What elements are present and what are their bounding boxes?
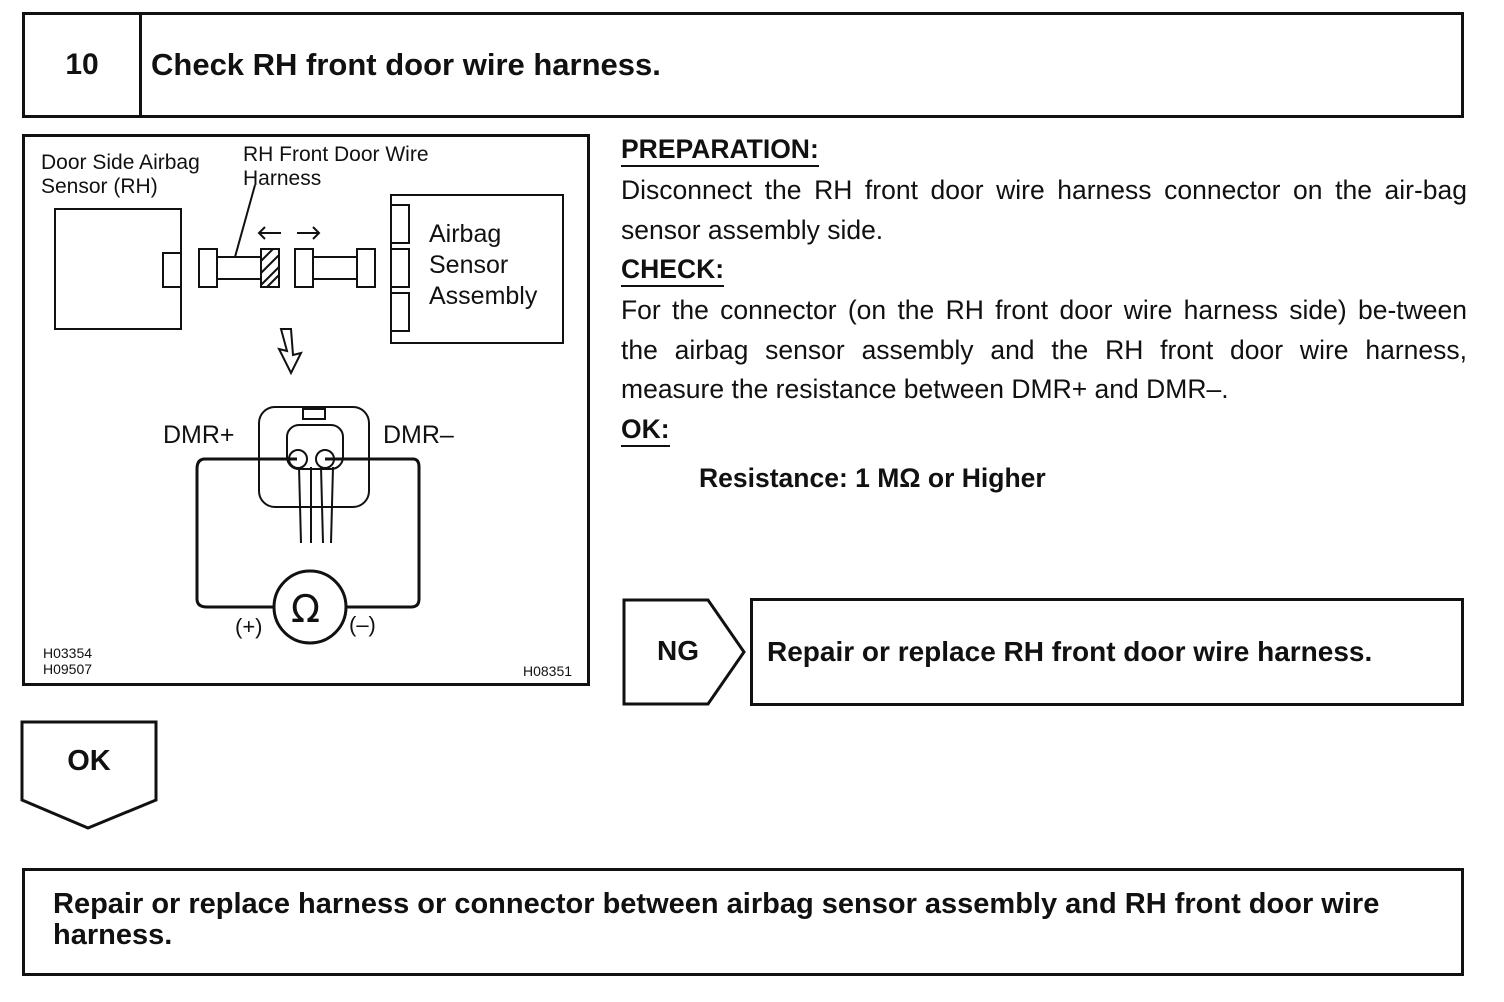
label-airbag-assembly: Airbag Sensor Assembly bbox=[429, 220, 538, 310]
label-harness: RH Front Door Wire Harness bbox=[243, 143, 429, 190]
probe-wire-minus bbox=[325, 457, 421, 609]
label-plus: (+) bbox=[235, 614, 263, 639]
figure-code-right: H08351 bbox=[523, 663, 573, 679]
label-door-sensor: Door Side Airbag Sensor (RH) bbox=[41, 151, 200, 198]
step-number: 10 bbox=[25, 15, 142, 115]
harness-wire-left bbox=[216, 256, 262, 280]
check-heading: CHECK: bbox=[621, 253, 725, 287]
harness-plug-left bbox=[198, 248, 218, 288]
probe-wire-plus bbox=[195, 457, 297, 609]
instructions: PREPARATION: Disconnect the RH front doo… bbox=[621, 130, 1467, 498]
harness-plug-end bbox=[356, 248, 376, 288]
preparation-heading: PREPARATION: bbox=[621, 133, 819, 167]
ng-action-box: Repair or replace RH front door wire har… bbox=[750, 598, 1464, 706]
ok-label: OK bbox=[67, 744, 111, 777]
harness-leader-line bbox=[234, 184, 256, 258]
step-title: Check RH front door wire harness. bbox=[151, 47, 661, 82]
ng-label: NG bbox=[657, 635, 699, 666]
final-action-box: Repair or replace harness or connector b… bbox=[22, 868, 1464, 976]
final-action-text: Repair or replace harness or connector b… bbox=[53, 888, 1380, 951]
door-sensor-connector bbox=[162, 252, 182, 288]
label-dmr-minus: DMR– bbox=[383, 421, 454, 449]
connector-face bbox=[258, 406, 370, 508]
ok-heading: OK: bbox=[621, 413, 670, 447]
check-text: For the connector (on the RH front door … bbox=[621, 295, 1467, 404]
label-dmr-plus: DMR+ bbox=[163, 421, 235, 449]
ng-action-text: Repair or replace RH front door wire har… bbox=[767, 636, 1373, 667]
diagram-drawing bbox=[54, 184, 564, 645]
ng-tab-shape bbox=[622, 598, 746, 706]
ohm-symbol: Ω bbox=[291, 587, 321, 631]
harness-plug-right bbox=[294, 248, 314, 288]
step-header: 10 Check RH front door wire harness. bbox=[22, 12, 1464, 118]
down-arrow bbox=[277, 328, 303, 376]
figure-codes-left: H03354 H09507 bbox=[43, 645, 93, 677]
wiring-diagram: Door Side Airbag Sensor (RH) RH Front Do… bbox=[22, 134, 590, 686]
ohmmeter bbox=[272, 569, 348, 645]
ok-spec: Resistance: 1 MΩ or Higher bbox=[699, 462, 1046, 493]
preparation-text: Disconnect the RH front door wire harnes… bbox=[621, 175, 1467, 245]
label-minus: (–) bbox=[349, 612, 376, 637]
ok-tab-shape bbox=[20, 720, 158, 830]
harness-wire-right bbox=[312, 256, 358, 280]
